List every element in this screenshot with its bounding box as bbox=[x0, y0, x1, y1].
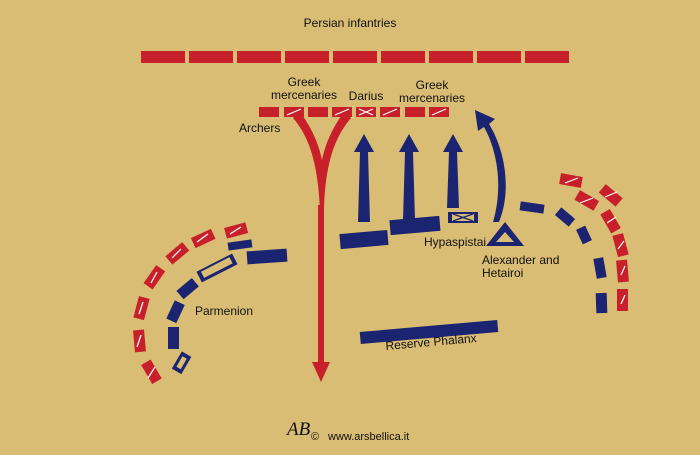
label-greek-mercenaries-right: Greek mercenaries bbox=[399, 79, 465, 105]
label-greek-mercenaries-left: Greek mercenaries bbox=[271, 76, 337, 102]
label-greek-mercenaries-left-line1: Greek bbox=[287, 75, 321, 89]
label-greek-mercenaries-right-line2: mercenaries bbox=[398, 91, 466, 105]
persian-infantry-line bbox=[141, 51, 569, 63]
right-wing-units bbox=[519, 173, 629, 314]
website-link[interactable]: www.arsbellica.it bbox=[328, 431, 410, 443]
macedonian-advance-arrows bbox=[354, 110, 506, 222]
reserve-phalanx-unit bbox=[359, 320, 499, 344]
label-alexander-line1: Alexander and bbox=[482, 253, 560, 267]
label-alexander-hetairoi: Alexander and Hetairoi bbox=[482, 254, 559, 280]
label-parmenion: Parmenion bbox=[195, 304, 254, 318]
arsbellica-logo: AB bbox=[287, 419, 311, 440]
macedonian-centre bbox=[339, 212, 524, 250]
label-darius: Darius bbox=[348, 89, 384, 103]
label-persian-infantries: Persian infantries bbox=[303, 16, 397, 30]
copyright-symbol: © bbox=[311, 431, 320, 443]
persian-breakthrough-arrow bbox=[293, 112, 351, 382]
label-alexander-line2: Hetairoi bbox=[482, 266, 524, 280]
greek-mercenaries-row bbox=[259, 107, 449, 117]
label-greek-mercenaries-left-line2: mercenaries bbox=[270, 88, 338, 102]
label-archers: Archers bbox=[239, 121, 281, 135]
label-greek-mercenaries-right-line1: Greek bbox=[415, 78, 449, 92]
label-hypaspistai: Hypaspistai bbox=[424, 235, 487, 249]
left-wing-units bbox=[133, 222, 288, 385]
